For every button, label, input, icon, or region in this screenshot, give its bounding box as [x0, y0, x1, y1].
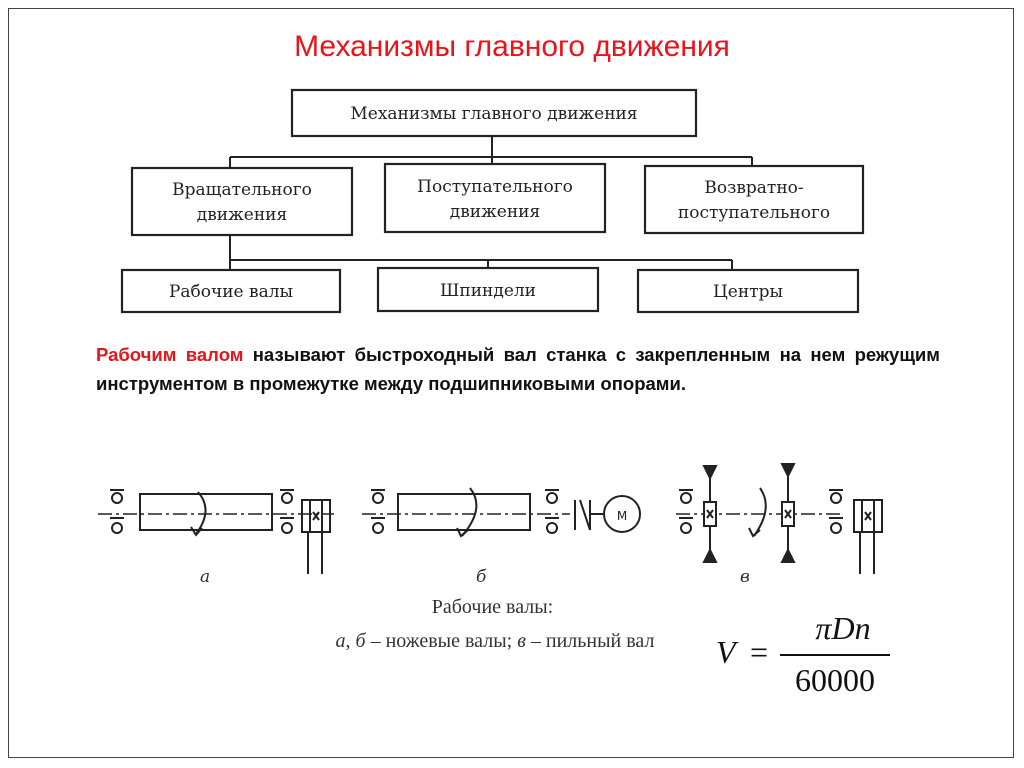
motor-circle [603, 495, 641, 533]
label-c: в [740, 567, 750, 587]
caption-b: б [355, 630, 366, 652]
hierarchy-box-reciprocating: Возвратно- поступательного [643, 164, 865, 235]
rotation-arrow-c [753, 487, 767, 537]
saw-disc-right [780, 463, 796, 563]
bearing-right-c [829, 489, 843, 534]
definition-paragraph: Рабочим валом называют быстроходный вал … [96, 340, 940, 398]
knife-shaft-b [397, 493, 531, 531]
bearing-right-b [545, 489, 559, 534]
hierarchy-box-reciprocating-line1: Возвратно- [704, 178, 803, 198]
hierarchy-box-rotational-line2: движения [197, 205, 287, 225]
bearing-left-a [110, 489, 124, 534]
slide-title: Механизмы главного движения [294, 30, 730, 63]
arrowhead-b [456, 527, 469, 538]
caption-knife-text: – ножевые валы; [365, 630, 518, 652]
label-b: б [476, 567, 487, 587]
hierarchy-root-box: Механизмы главного движения [290, 88, 698, 138]
caption-a: а [335, 630, 346, 652]
pulley-a [301, 499, 331, 574]
arrowhead-a [190, 526, 203, 537]
rotation-arrow-a [195, 491, 207, 535]
scheme-b: М б [362, 487, 641, 587]
bearing-right-a [280, 489, 294, 534]
formula-equals: = [750, 634, 769, 670]
hierarchy-box-rotational: Вращательного движения [130, 166, 354, 237]
hierarchy-box-reciprocating-line2: поступательного [678, 203, 830, 223]
formula-denominator: 60000 [795, 662, 875, 698]
rotation-arrow-b [461, 487, 478, 537]
caption-sep: , [345, 630, 356, 652]
hierarchy-box-spindles-text: Шпиндели [440, 281, 536, 301]
knife-shaft-a [139, 493, 273, 531]
hierarchy-box-translational: Поступательного движения [383, 162, 607, 234]
caption-c: в [517, 630, 526, 652]
slide-frame [8, 8, 1014, 758]
arrowhead-c [748, 527, 761, 538]
bearing-left-c [679, 489, 693, 534]
hierarchy-box-centers-text: Центры [713, 282, 783, 302]
scheme-c: в [676, 463, 883, 587]
hierarchy-box-centers: Центры [636, 268, 860, 314]
hierarchy-root-text: Механизмы главного движения [350, 104, 637, 124]
formula-numerator: πDn [815, 610, 871, 646]
hierarchy-box-work-shafts-text: Рабочие валы [169, 282, 293, 302]
hierarchy-box-translational-line1: Поступательного [417, 177, 573, 197]
scheme-a: а [98, 489, 334, 587]
hierarchy-box-work-shafts: Рабочие валы [120, 268, 342, 314]
pulley-c [853, 499, 883, 574]
motor-label: М [617, 509, 627, 523]
figure-caption-body: а, б – ножевые валы; в – пильный вал [300, 626, 690, 656]
formula-fraction-bar [780, 654, 890, 656]
formula-lhs: V [716, 634, 736, 670]
hierarchy-connectors [229, 136, 753, 270]
label-a: а [200, 567, 210, 587]
saw-disc-left [702, 465, 718, 563]
coupling-b [574, 499, 604, 531]
bearing-left-b [371, 489, 385, 534]
definition-term: Рабочим валом [96, 344, 244, 365]
hierarchy-box-translational-line2: движения [450, 202, 540, 222]
caption-saw-text: – пильный вал [525, 630, 655, 652]
hierarchy-box-rotational-line1: Вращательного [172, 180, 312, 200]
figure-caption-title: Рабочие валы: [431, 596, 554, 618]
hierarchy-box-spindles: Шпиндели [376, 266, 600, 313]
definition-text: называют быстроходный вал станка с закре… [96, 344, 940, 394]
